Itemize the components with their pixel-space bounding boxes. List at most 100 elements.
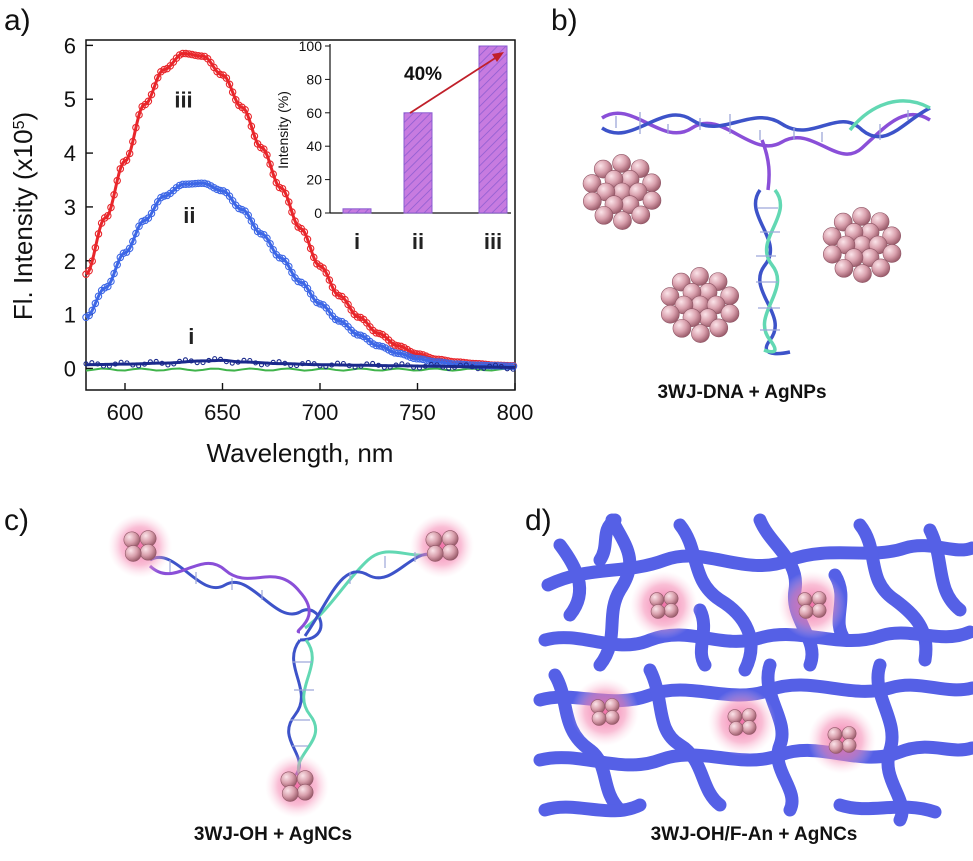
data-point: [323, 364, 329, 370]
data-point: [113, 261, 121, 269]
plot-frame: [85, 39, 516, 391]
inset-category-label-i: i: [354, 229, 360, 254]
increase-percentage: 40%: [404, 64, 442, 85]
silver-atom: [672, 319, 692, 338]
silver-atom: [583, 191, 602, 211]
data-point: [200, 179, 209, 188]
silver-atom: [823, 244, 842, 264]
x-tick-label: 650: [204, 400, 241, 425]
inset-bar-i: [342, 208, 372, 214]
dna-three-way-junction: [601, 99, 931, 356]
data-point: [291, 217, 299, 225]
data-point: [141, 361, 148, 367]
data-point: [83, 361, 89, 367]
data-point: [85, 266, 93, 275]
data-point: [232, 96, 240, 104]
data-point: [165, 362, 171, 368]
caption-d: 3WJ-OH/F-An + AgNCs: [651, 824, 858, 845]
silver-atom: [709, 318, 729, 338]
y-tick-label: 4: [64, 141, 76, 166]
data-point: [147, 359, 153, 365]
silver-nanoparticle: [582, 154, 662, 230]
silver-atom: [642, 191, 662, 210]
data-point: [206, 357, 212, 364]
silver-atom: [691, 324, 710, 343]
y-tick-label: 1: [64, 303, 76, 328]
inset-y-axis-title: Intensity (%): [275, 91, 291, 169]
silver-atom: [612, 154, 631, 173]
panel-d-illustration: 3WJ-OH/F-An + AgNCs: [533, 513, 973, 845]
data-point: [225, 80, 234, 89]
silver-atom: [811, 603, 827, 618]
data-point: [94, 292, 103, 300]
silver-nanocluster: [808, 706, 876, 774]
silver-atom: [661, 304, 680, 324]
data-point: [364, 361, 370, 367]
silver-nanocluster: [265, 754, 329, 818]
data-point: [334, 291, 343, 300]
data-point: [122, 156, 131, 165]
data-point: [88, 306, 96, 315]
data-point: [358, 363, 364, 369]
data-point: [322, 269, 330, 277]
data-point: [340, 360, 346, 367]
data-point: [266, 239, 274, 248]
panel-label-d: d): [525, 504, 552, 537]
data-point: [451, 364, 458, 370]
data-point: [95, 361, 101, 367]
data-point: [334, 317, 343, 325]
data-point: [492, 362, 499, 368]
panel-c-illustration: 3WJ-OH + AgNCs: [108, 514, 474, 845]
data-point: [282, 360, 288, 366]
data-point: [299, 361, 306, 367]
data-point: [311, 361, 317, 367]
data-point: [498, 363, 504, 370]
inset-bar-ii: [403, 112, 433, 214]
inset-y-tick-label: 80: [306, 71, 322, 87]
data-point: [212, 356, 218, 362]
data-point: [306, 244, 315, 253]
data-point: [416, 365, 423, 371]
data-point: [481, 365, 487, 371]
data-point: [160, 192, 168, 200]
data-point: [446, 365, 452, 371]
data-point: [104, 211, 112, 220]
inset-y-tick-label: 20: [306, 172, 322, 188]
data-point: [188, 358, 194, 364]
inset-y-tick-label: 60: [306, 105, 322, 121]
data-point: [110, 269, 118, 278]
data-point: [129, 137, 137, 146]
data-point: [147, 209, 156, 218]
silver-nanocluster: [571, 678, 639, 746]
silver-atom: [871, 258, 891, 278]
data-point: [94, 230, 103, 238]
data-point: [154, 73, 162, 82]
data-point: [247, 357, 253, 364]
data-point: [269, 170, 277, 178]
data-point: [112, 361, 118, 367]
data-point: [457, 362, 463, 368]
data-point: [91, 243, 100, 252]
data-point: [285, 198, 293, 206]
data-point: [241, 357, 247, 363]
data-point: [194, 360, 200, 366]
curve-label-iii: iii: [174, 87, 192, 112]
data-point: [346, 363, 352, 369]
data-point: [270, 359, 276, 365]
data-point: [440, 364, 446, 370]
fluorescence-glow: [778, 571, 846, 639]
data-point: [129, 237, 137, 246]
silver-atom: [139, 543, 157, 561]
silver-atom: [426, 545, 444, 562]
data-point: [288, 362, 294, 369]
data-point: [328, 283, 337, 292]
data-point: [135, 111, 143, 119]
silver-atom: [720, 304, 740, 323]
data-point: [300, 228, 309, 236]
y-tick-label: 3: [64, 195, 76, 220]
data-point: [171, 361, 177, 367]
data-point: [125, 244, 134, 253]
data-point: [316, 300, 324, 308]
data-point: [106, 363, 112, 369]
data-point: [285, 262, 293, 271]
